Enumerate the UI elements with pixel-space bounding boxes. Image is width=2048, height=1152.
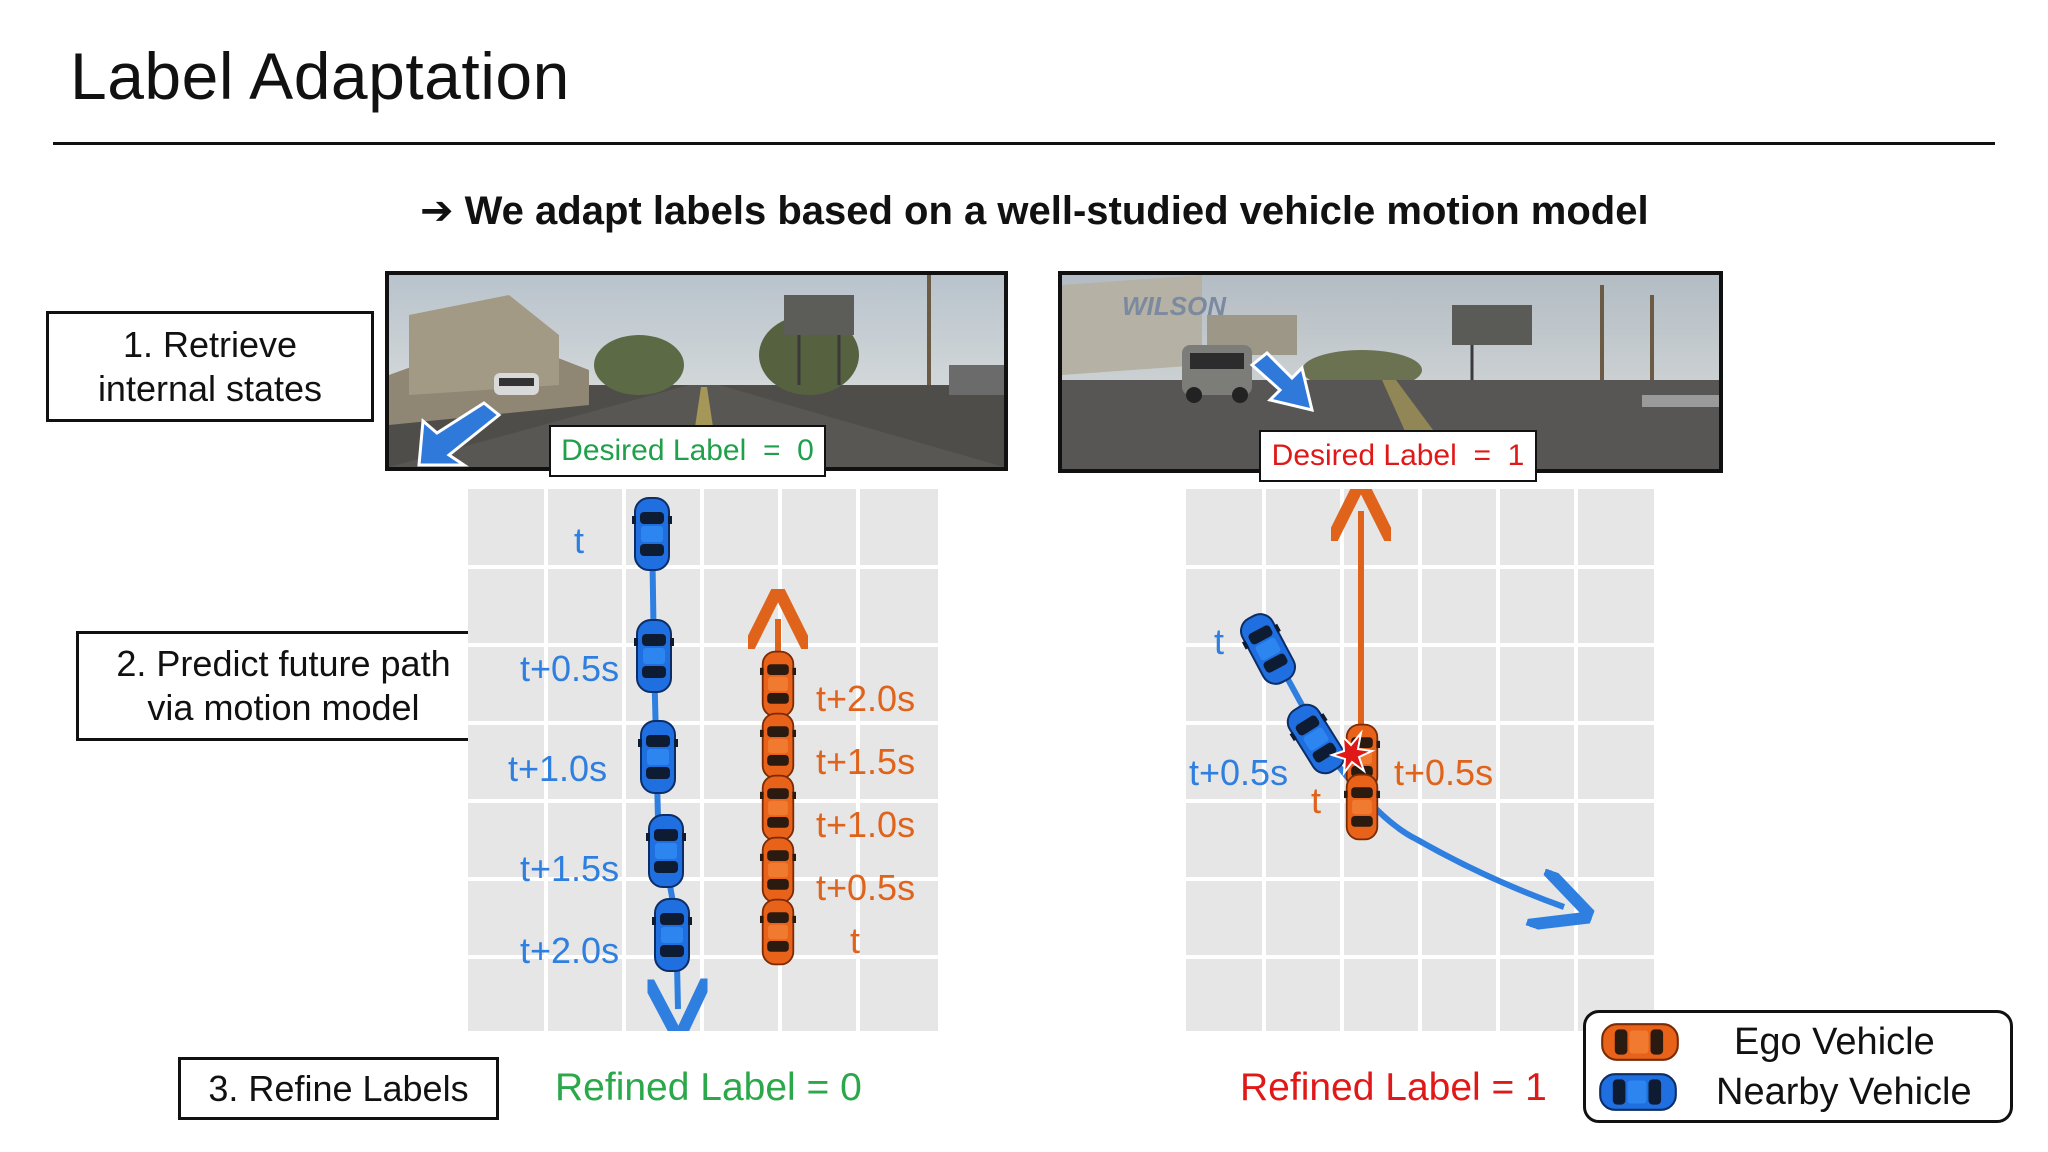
slide-title: Label Adaptation [70, 39, 570, 113]
step-2-box: 2. Predict future path via motion model [76, 631, 491, 741]
nearby-car-t [632, 496, 672, 572]
ego-car-t [1344, 773, 1380, 841]
nearby-car-t10 [638, 719, 678, 795]
ego-car-t05 [760, 836, 796, 904]
title-divider [53, 142, 1995, 145]
ego-car-t20 [760, 650, 796, 718]
slide-subtitle: ➔ We adapt labels based on a well-studie… [420, 189, 1649, 233]
ego-time-label: t+1.0s [816, 804, 915, 845]
collision-burst-icon [1328, 729, 1376, 777]
ego-car-t [760, 898, 796, 966]
desired-label-right: Desired Label = 1 [1259, 430, 1537, 482]
legend: Ego Vehicle Nearby Vehicle [1583, 1010, 2013, 1123]
nearby-time-label: t+1.0s [508, 748, 607, 789]
nearby-time-label: t+0.5s [520, 648, 619, 689]
ego-vehicle-icon [1601, 1023, 1679, 1061]
desired-label-left: Desired Label = 0 [549, 425, 826, 477]
refined-label-left: Refined Label = 0 [555, 1066, 862, 1109]
nearby-vehicle-icon [1599, 1073, 1677, 1111]
step-3-box: 3. Refine Labels [178, 1057, 499, 1120]
legend-ego-label: Ego Vehicle [1734, 1021, 1935, 1063]
ego-time-label: t [1311, 780, 1321, 821]
nearby-time-label: t+0.5s [1189, 752, 1288, 793]
ego-car-t15 [760, 712, 796, 780]
ego-time-label: t+0.5s [1394, 752, 1493, 793]
nearby-car-t20 [652, 897, 692, 973]
nearby-time-label: t [574, 520, 584, 561]
refined-label-right: Refined Label = 1 [1240, 1066, 1547, 1109]
ego-time-label: t+2.0s [816, 678, 915, 719]
nearby-time-label: t+2.0s [520, 930, 619, 971]
step-1-box: 1. Retrieve internal states [46, 311, 374, 422]
ego-time-label: t+1.5s [816, 741, 915, 782]
ego-time-label: t+0.5s [816, 867, 915, 908]
nearby-time-label: t [1214, 621, 1224, 662]
legend-nearby-label: Nearby Vehicle [1716, 1071, 1972, 1113]
ego-car-t10 [760, 774, 796, 842]
nearby-car-t05 [634, 618, 674, 694]
left-motion-grid: t t+0.5s t+1.0s t+1.5s t+2.0s t+2.0s t+1… [468, 489, 938, 1031]
nearby-car-t15 [646, 813, 686, 889]
ego-time-label: t [850, 920, 860, 961]
nearby-time-label: t+1.5s [520, 848, 619, 889]
right-motion-grid: t t+0.5s t+0.5s t [1186, 489, 1654, 1031]
